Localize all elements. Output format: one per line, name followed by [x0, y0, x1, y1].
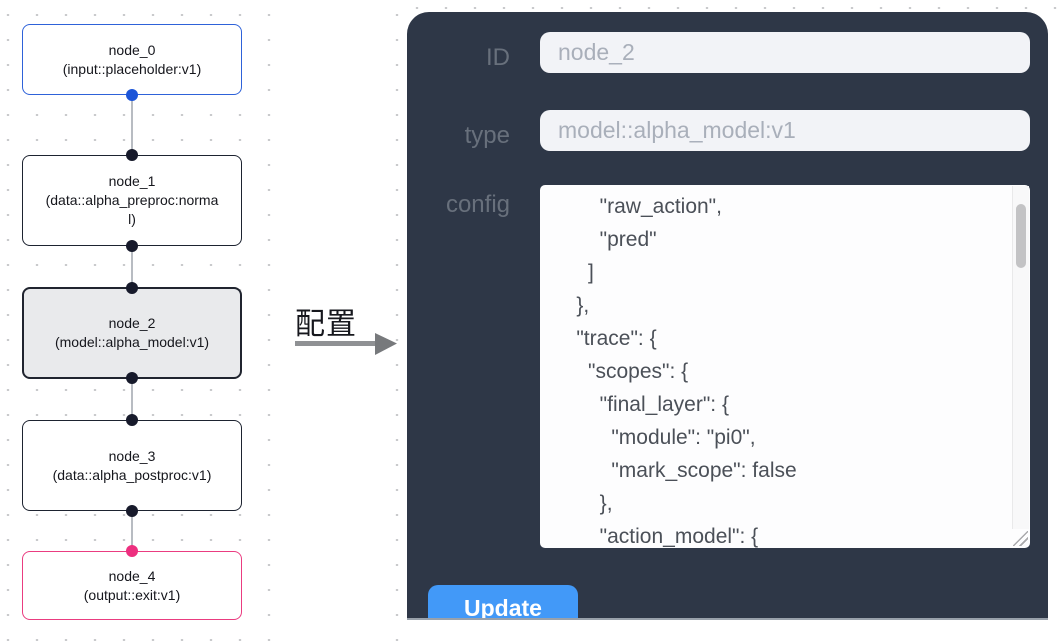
node-label: node_1(data::alpha_preproc:normal) [45, 173, 219, 227]
update-button[interactable]: Update [428, 585, 578, 618]
config-field-label: config [445, 191, 510, 218]
scrollbar-track[interactable] [1012, 186, 1029, 529]
input-port[interactable] [126, 149, 138, 161]
node-config-panel: ID type config "raw_action", "pred" ] },… [407, 12, 1048, 620]
output-port[interactable] [126, 505, 138, 517]
dot-grid-column [388, 0, 406, 643]
configure-label: 配置 [295, 308, 357, 341]
input-port[interactable] [126, 545, 138, 557]
node-model-selected[interactable]: node_2(model::alpha_model:v1) [22, 282, 242, 384]
config-json-text[interactable]: "raw_action", "pred" ] }, "trace": { "sc… [576, 195, 797, 548]
right-arrow-icon [295, 333, 397, 355]
node-label: node_2(model::alpha_model:v1) [54, 315, 210, 350]
output-port[interactable] [126, 89, 138, 101]
resize-handle-icon[interactable] [1013, 531, 1028, 546]
output-port[interactable] [126, 372, 138, 384]
input-port[interactable] [126, 282, 138, 294]
edge-node0-node1 [131, 95, 133, 155]
node-label: node_3(data::alpha_postproc:v1) [52, 447, 212, 483]
node-label: node_0(input::placeholder:v1) [62, 41, 202, 77]
node-label: node_4(output::exit:v1) [83, 567, 181, 603]
id-field-label: ID [486, 44, 510, 71]
output-port[interactable] [126, 240, 138, 252]
type-input[interactable] [540, 110, 1030, 151]
scrollbar-thumb[interactable] [1016, 204, 1026, 268]
node-postproc[interactable]: node_3(data::alpha_postproc:v1) [22, 414, 242, 517]
type-field-label: type [464, 122, 510, 149]
node-output[interactable]: node_4(output::exit:v1) [22, 545, 242, 620]
node-input[interactable]: node_0(input::placeholder:v1) [22, 24, 242, 101]
node-preproc[interactable]: node_1(data::alpha_preproc:normal) [22, 149, 242, 252]
input-port[interactable] [126, 414, 138, 426]
edge-node1-node2 [131, 246, 133, 287]
id-input[interactable] [540, 32, 1030, 73]
config-textarea[interactable]: "raw_action", "pred" ] }, "trace": { "sc… [540, 185, 1030, 548]
